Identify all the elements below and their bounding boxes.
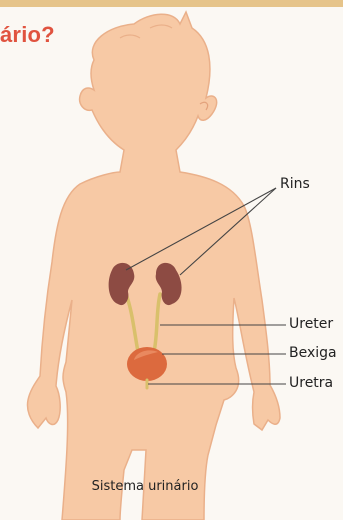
label-bexiga: Bexiga: [289, 345, 337, 361]
figure-caption: Sistema urinário: [0, 479, 290, 494]
body-silhouette: [27, 12, 280, 520]
label-rins: Rins: [280, 176, 310, 192]
child-body: [27, 12, 280, 520]
label-uretra: Uretra: [289, 375, 333, 391]
label-ureter: Ureter: [289, 316, 333, 332]
